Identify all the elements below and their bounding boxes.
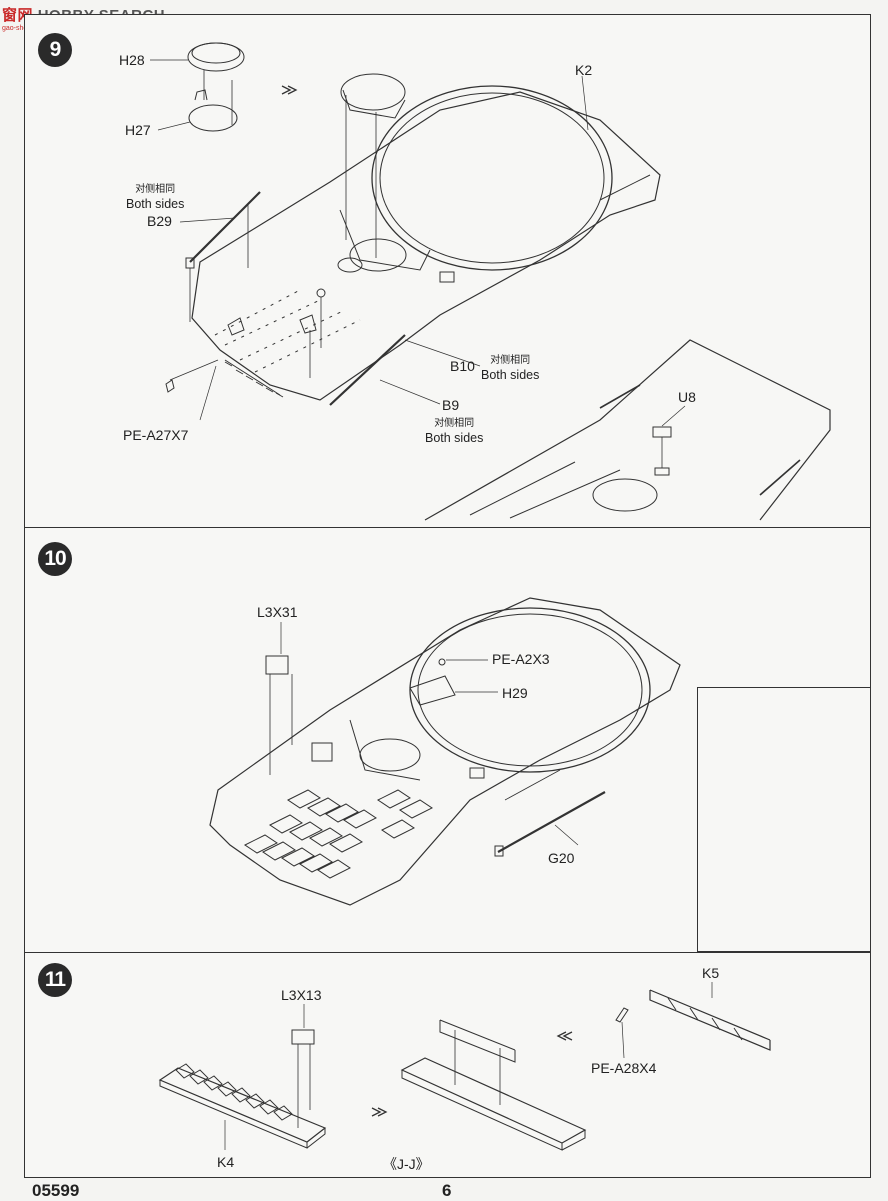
- step-divider-1: [24, 527, 871, 528]
- step11-leaders: [224, 982, 713, 1150]
- step9-leaders: [150, 59, 686, 427]
- step-divider-2: [24, 952, 871, 953]
- part-label-h29: H29: [502, 685, 528, 701]
- step-badge-9: 9: [38, 33, 72, 67]
- step11-k5-part: [615, 989, 771, 1051]
- view-label-jj: 《J-J》: [383, 1156, 430, 1172]
- part-label-l3x13: L3X13: [281, 987, 322, 1003]
- part-label-pe-a2: PE-A2X3: [492, 651, 550, 667]
- part-label-h28: H28: [119, 52, 145, 68]
- note-b29-en: Both sides: [126, 197, 185, 211]
- note-b9-en: Both sides: [425, 431, 484, 445]
- note-b9: 对侧相同 Both sides: [425, 416, 483, 446]
- step9-hull-deck: [191, 85, 661, 401]
- step11-k4-rail: [158, 1029, 327, 1149]
- step10-boxes: [244, 789, 433, 879]
- part-label-l3x31: L3X31: [257, 604, 298, 620]
- part-label-b29: B29: [147, 213, 172, 229]
- watermark-cn: 窗: [2, 6, 18, 24]
- part-label-pe-a28: PE-A28X4: [591, 1060, 657, 1076]
- step10-hull-deck: [209, 597, 681, 906]
- note-b29-cn: 对侧相同: [135, 184, 176, 195]
- step-badge-10: 10: [38, 542, 72, 576]
- step9-detail-view: [424, 339, 831, 521]
- kit-code: 05599: [32, 1181, 80, 1200]
- step-badge-11: 11: [38, 963, 72, 997]
- step10-inset-frame: [697, 687, 871, 952]
- note-b10-cn: 对侧相同: [490, 355, 531, 366]
- part-label-k4: K4: [217, 1154, 235, 1170]
- part-label-k2: K2: [575, 62, 593, 78]
- step9-hatch-parts: [187, 42, 406, 258]
- note-b29: 对侧相同 Both sides: [126, 182, 184, 212]
- step11-jj-rail: [371, 1019, 587, 1151]
- page-number: 6: [442, 1181, 452, 1200]
- part-label-pe-a27: PE-A27X7: [123, 427, 189, 443]
- part-label-g20: G20: [548, 850, 575, 866]
- step9-rail-b29: [185, 191, 406, 406]
- note-b10-en: Both sides: [481, 368, 540, 382]
- step9-small-parts: [165, 288, 326, 398]
- instruction-frame: [24, 14, 871, 1178]
- part-label-k5: K5: [702, 965, 720, 981]
- note-b9-cn: 对侧相同: [434, 418, 475, 429]
- part-label-h27: H27: [125, 122, 151, 138]
- part-label-b10: B10: [450, 358, 475, 374]
- note-b10: 对侧相同 Both sides: [481, 353, 539, 383]
- step10-leaders: [280, 622, 579, 846]
- part-label-b9: B9: [442, 397, 460, 413]
- part-label-u8: U8: [678, 389, 696, 405]
